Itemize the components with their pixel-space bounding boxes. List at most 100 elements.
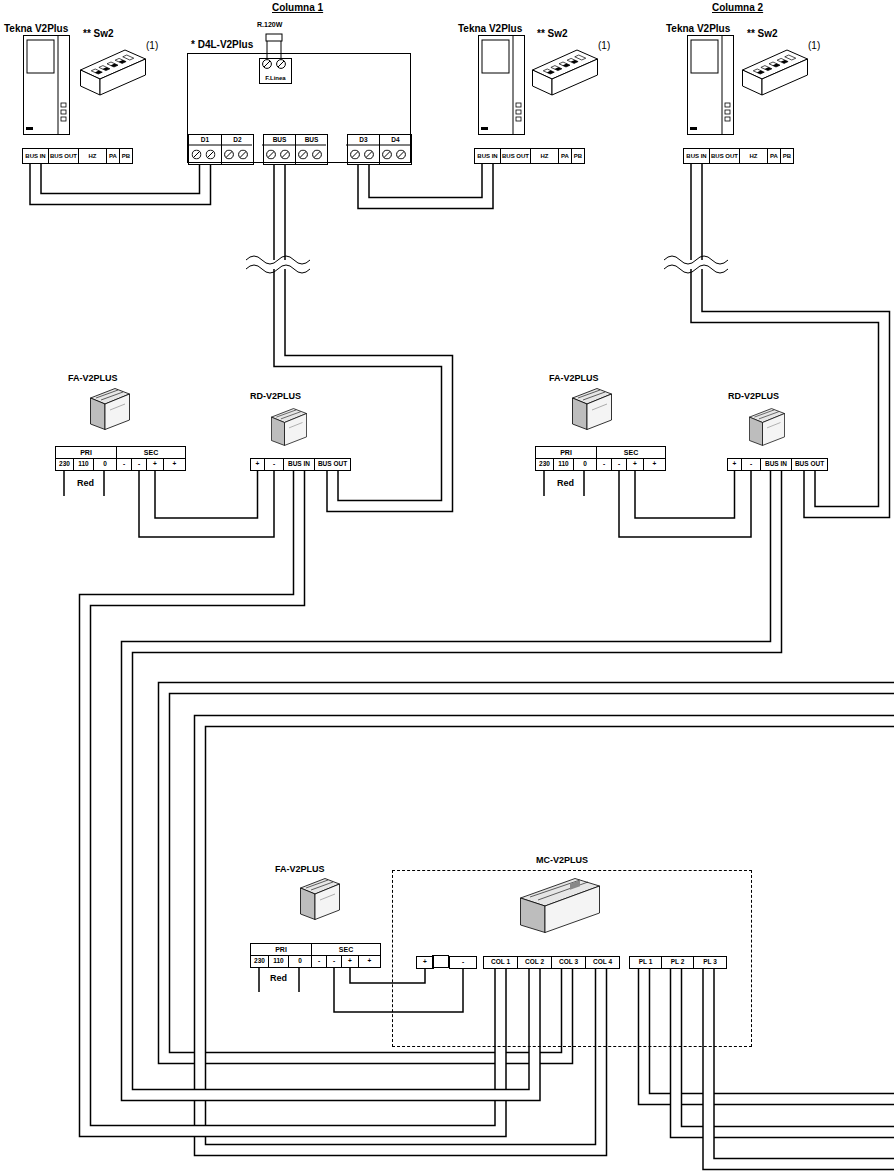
terminal-label: BUS OUT (502, 153, 529, 159)
terminal-label: - (750, 461, 752, 468)
power-supply-icon (573, 389, 612, 430)
device-name: * D4L-V2Plus (191, 39, 253, 51)
terminal-label: D3 (359, 137, 367, 144)
terminal-label: PB (122, 153, 130, 159)
bus-wire (200, 721, 894, 1150)
power-supply-icon (301, 879, 340, 920)
terminal-cell: HZ (530, 148, 559, 164)
terminal-cell: D4 (379, 134, 412, 165)
terminal-cell: F.Linea (259, 58, 292, 84)
power-wire (155, 471, 258, 518)
terminal-label: PL 3 (703, 959, 717, 966)
terminal-cell: COL 1 (483, 956, 518, 969)
wire-line (280, 165, 448, 506)
terminal-cell: HZ (78, 148, 107, 164)
wire-line (139, 471, 274, 537)
terminal-cell: PA (106, 148, 120, 164)
terminal-cell: + (341, 955, 359, 968)
terminal-label: 230 (539, 461, 550, 468)
terminal-label: F.Linea (265, 75, 285, 81)
terminal-label: BUS (273, 137, 287, 144)
terminal-cell: 110 (73, 458, 94, 471)
screw (383, 150, 392, 159)
terminal-label: PA (770, 153, 778, 159)
terminal-label: + (423, 959, 427, 966)
terminal-cell: + (358, 955, 381, 968)
terminal-label: + (348, 958, 352, 965)
terminal-cell: BUS OUT (48, 148, 79, 164)
terminal-label: PRI (275, 946, 287, 953)
mains-label: Red (77, 478, 94, 488)
wire-line (200, 721, 894, 1150)
terminal-cell: + (146, 458, 164, 471)
resistor-body (266, 34, 282, 41)
terminal-label: 0 (583, 461, 587, 468)
terminal-cell: BUS IN (283, 458, 315, 471)
terminal-label: 230 (59, 461, 70, 468)
terminal-label: - (273, 461, 275, 468)
terminal-cell: 230 (55, 458, 74, 471)
terminal-label: D2 (233, 137, 241, 144)
distributor-icon (749, 409, 784, 446)
terminal-cell: - (449, 956, 477, 969)
device-name: MC-V2PLUS (536, 855, 588, 866)
callout-number: (1) (808, 40, 820, 52)
dip-switch (81, 50, 146, 95)
terminal-label: - (318, 958, 320, 965)
column-heading: Columna 1 (272, 2, 323, 14)
power-wire (139, 471, 274, 537)
device-name: RD-V2PLUS (728, 391, 779, 401)
terminal-label: BUS OUT (711, 153, 738, 159)
distributor-box: * D4L-V2PlusF.LineaD1D2BUSBUSD3D4 (187, 53, 411, 163)
terminal-label: PRI (560, 449, 572, 456)
bus-wire (127, 471, 776, 1095)
wire-line (709, 968, 894, 1164)
terminal-cell: BUS IN (22, 148, 49, 164)
terminal-label: BUS IN (765, 461, 787, 468)
empty-terminal (433, 956, 449, 968)
wire-line (85, 471, 501, 1131)
wire-line (619, 471, 751, 537)
terminal-cell: PL 3 (693, 956, 727, 969)
terminal-cell: - (264, 458, 284, 471)
terminal-label: + (633, 461, 637, 468)
screw (365, 150, 374, 159)
terminal-label: PL 1 (639, 959, 653, 966)
power-wire (334, 968, 463, 1012)
device-name: FA-V2PLUS (275, 864, 325, 874)
terminal-cell: 230 (250, 955, 269, 968)
terminal-cell: BUS (295, 134, 328, 165)
screw (263, 60, 272, 69)
monitor-icon (24, 36, 70, 135)
terminal-cell: + (416, 956, 434, 969)
terminal-label: 230 (254, 958, 265, 965)
switch-label: ** Sw2 (537, 28, 568, 40)
terminal-cell: 230 (535, 458, 554, 471)
break-wave (664, 256, 728, 273)
terminal-label: COL 2 (525, 959, 544, 966)
terminal-label: 110 (78, 461, 89, 468)
terminal-cell: PB (780, 148, 794, 164)
terminal-label: + (153, 461, 157, 468)
terminal-label: BUS (305, 137, 319, 144)
terminal-label: PL 2 (671, 959, 685, 966)
column-heading: Columna 2 (712, 2, 763, 14)
terminal-label: HZ (541, 153, 549, 159)
break-mark (664, 256, 728, 273)
screw (206, 150, 215, 159)
device-name: FA-V2PLUS (549, 373, 599, 383)
distributor-icon (271, 409, 306, 446)
terminal-label: 110 (273, 958, 284, 965)
terminal-label: SEC (144, 449, 158, 456)
power-wire (635, 471, 735, 518)
terminal-label: - (333, 958, 335, 965)
device-name: Tekna V2Plus (666, 23, 730, 35)
terminal-label: HZ (750, 153, 758, 159)
switch-label: ** Sw2 (747, 28, 778, 40)
terminal-label: + (368, 958, 372, 965)
dip-switch (533, 50, 598, 95)
terminal-label: - (603, 461, 605, 468)
terminal-cell: D3 (347, 134, 380, 165)
terminal-label: + (653, 461, 657, 468)
